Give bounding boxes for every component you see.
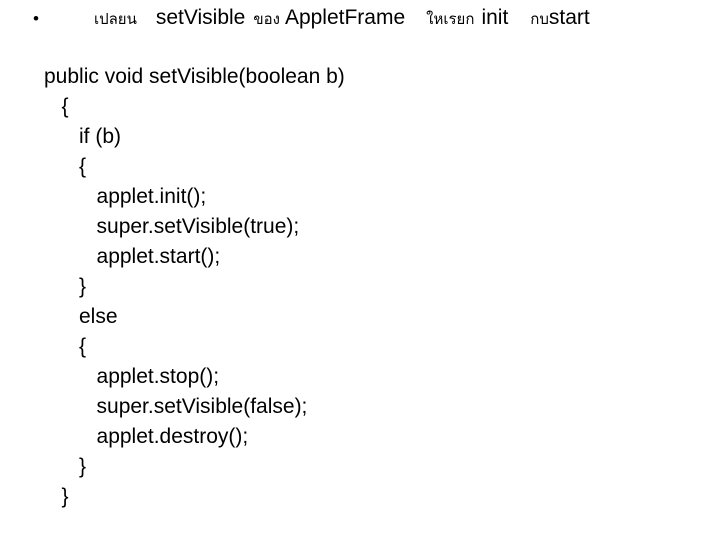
code-line: applet.stop(); — [44, 365, 220, 388]
title-segment-thai: ของ — [253, 11, 280, 28]
title-segment-thai: กบ — [530, 11, 549, 28]
code-line: super.setVisible(false); — [44, 395, 308, 418]
code-line: applet.start(); — [44, 245, 221, 268]
code-line: } — [44, 275, 87, 298]
code-line: { — [44, 95, 69, 118]
code-line: else — [44, 305, 118, 328]
code-line: { — [44, 155, 87, 178]
code-line: } — [44, 455, 87, 478]
title-segment-latin: AppletFrame — [284, 6, 406, 29]
code-line: if (b) — [44, 125, 122, 148]
code-line: { — [44, 335, 87, 358]
code-line: } — [44, 485, 69, 508]
code-block: public void setVisible(boolean b) { if (… — [0, 34, 720, 512]
title-segment-latin: init — [481, 6, 509, 29]
title-segment-thai: ใหเรยก — [426, 11, 475, 28]
bullet-icon: • — [33, 9, 39, 28]
code-line: applet.init(); — [44, 185, 207, 208]
title-segment-latin: setVisible — [155, 6, 246, 29]
slide-title: • เปลยน setVisible ของ AppletFrame ใหเรย… — [0, 0, 720, 34]
title-segment-thai: เปลยน — [93, 11, 137, 28]
code-line: applet.destroy(); — [44, 425, 249, 448]
code-line: super.setVisible(true); — [44, 215, 300, 238]
title-segment-latin: start — [548, 6, 590, 29]
code-line: public void setVisible(boolean b) — [44, 65, 345, 88]
